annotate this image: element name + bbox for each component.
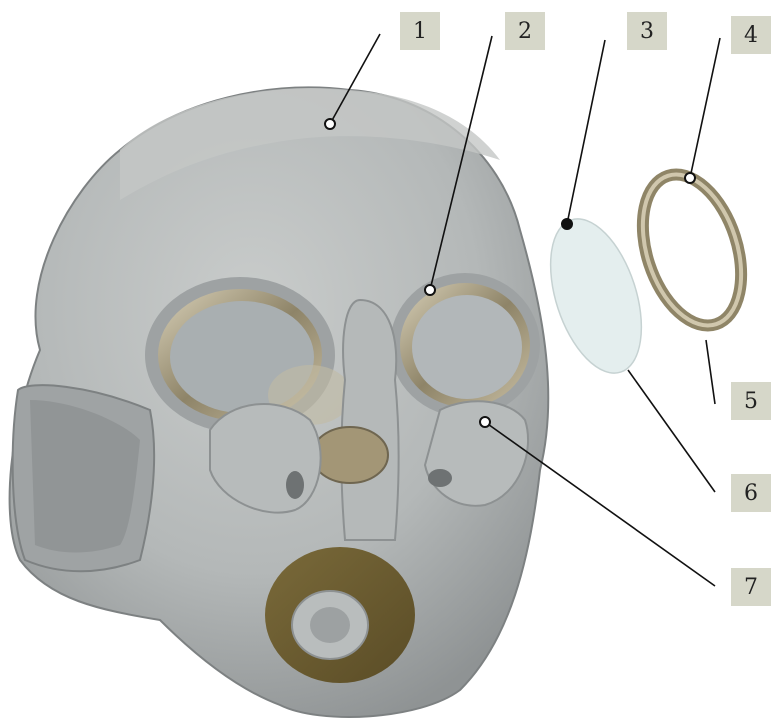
- leader-5: [706, 340, 715, 404]
- dot-2: [425, 285, 435, 295]
- callout-label-1: 1: [400, 12, 440, 50]
- dot-4: [685, 173, 695, 183]
- leader-6: [628, 370, 715, 492]
- callout-label-3: 3: [627, 12, 667, 50]
- callout-label-5: 5: [731, 382, 771, 420]
- dot-7: [480, 417, 490, 427]
- callout-label-6: 6: [731, 474, 771, 512]
- right-eyepiece: [390, 273, 540, 417]
- callout-label-7: 7: [731, 568, 771, 606]
- clamp-ring: [625, 162, 759, 338]
- callout-label-4: 4: [731, 16, 771, 54]
- dot-1: [325, 119, 335, 129]
- dot-3: [562, 219, 572, 229]
- leader-3: [567, 40, 605, 224]
- leader-4: [690, 38, 720, 178]
- callout-label-2: 2: [505, 12, 545, 50]
- chin-valve: [265, 547, 415, 683]
